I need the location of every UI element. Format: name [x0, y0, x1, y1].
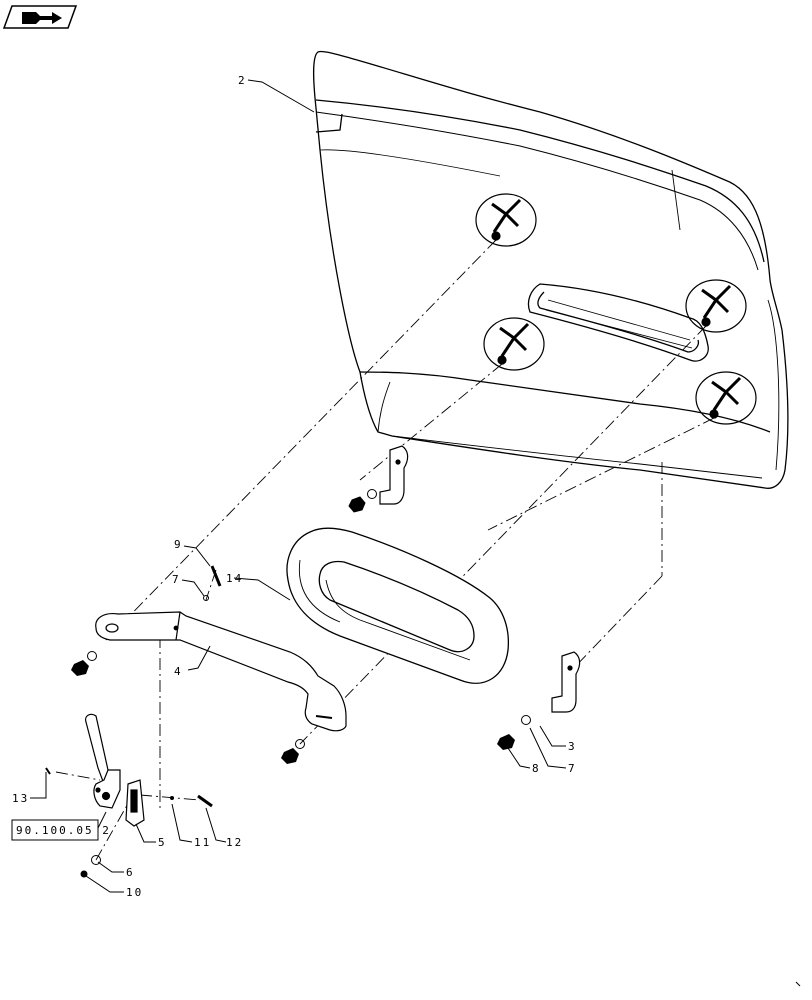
callout-9: 9 [174, 538, 183, 551]
callout-11: 11 [194, 836, 211, 849]
washer-right [521, 715, 531, 725]
callout-2: 2 [238, 74, 247, 87]
callout-12: 12 [226, 836, 243, 849]
corner-mark [795, 981, 801, 987]
clip-bracket-lower [551, 651, 581, 713]
nut-right [497, 734, 515, 750]
handle-bar [95, 611, 347, 732]
callout-3: 3 [568, 740, 577, 753]
callout-4: 4 [174, 665, 183, 678]
latch-plate [125, 779, 145, 827]
next-page-arrow-icon[interactable] [2, 5, 78, 29]
mount-boss-1 [475, 193, 537, 247]
callout-6: 6 [126, 866, 135, 879]
reference-link-label: 90.100.05 2 [16, 824, 111, 837]
mount-boss-3 [685, 279, 747, 333]
nut-upper [348, 489, 377, 513]
callout-8: 8 [532, 762, 541, 775]
bolt-9 [203, 565, 222, 601]
callout-5: 5 [158, 836, 167, 849]
callout-13: 13 [12, 792, 29, 805]
pin-13 [45, 767, 51, 775]
callout-7-lower: 7 [568, 762, 577, 775]
pin-11 [170, 796, 174, 800]
seal-ring [286, 527, 510, 684]
washer-6 [91, 855, 101, 865]
callout-7-upper: 7 [172, 573, 181, 586]
reference-link[interactable]: 90.100.05 2 [11, 819, 111, 841]
latch-lever [85, 713, 121, 809]
mount-boss-4 [695, 371, 757, 425]
clip-bracket-upper [379, 445, 409, 505]
nut-10 [80, 870, 88, 878]
callout-14: 14 [226, 572, 243, 585]
callout-10: 10 [126, 886, 143, 899]
mount-boss-2 [483, 317, 545, 371]
cover-panel [312, 50, 789, 489]
screw-12 [197, 794, 213, 808]
nut-left [71, 651, 97, 676]
nut-center [281, 739, 305, 764]
